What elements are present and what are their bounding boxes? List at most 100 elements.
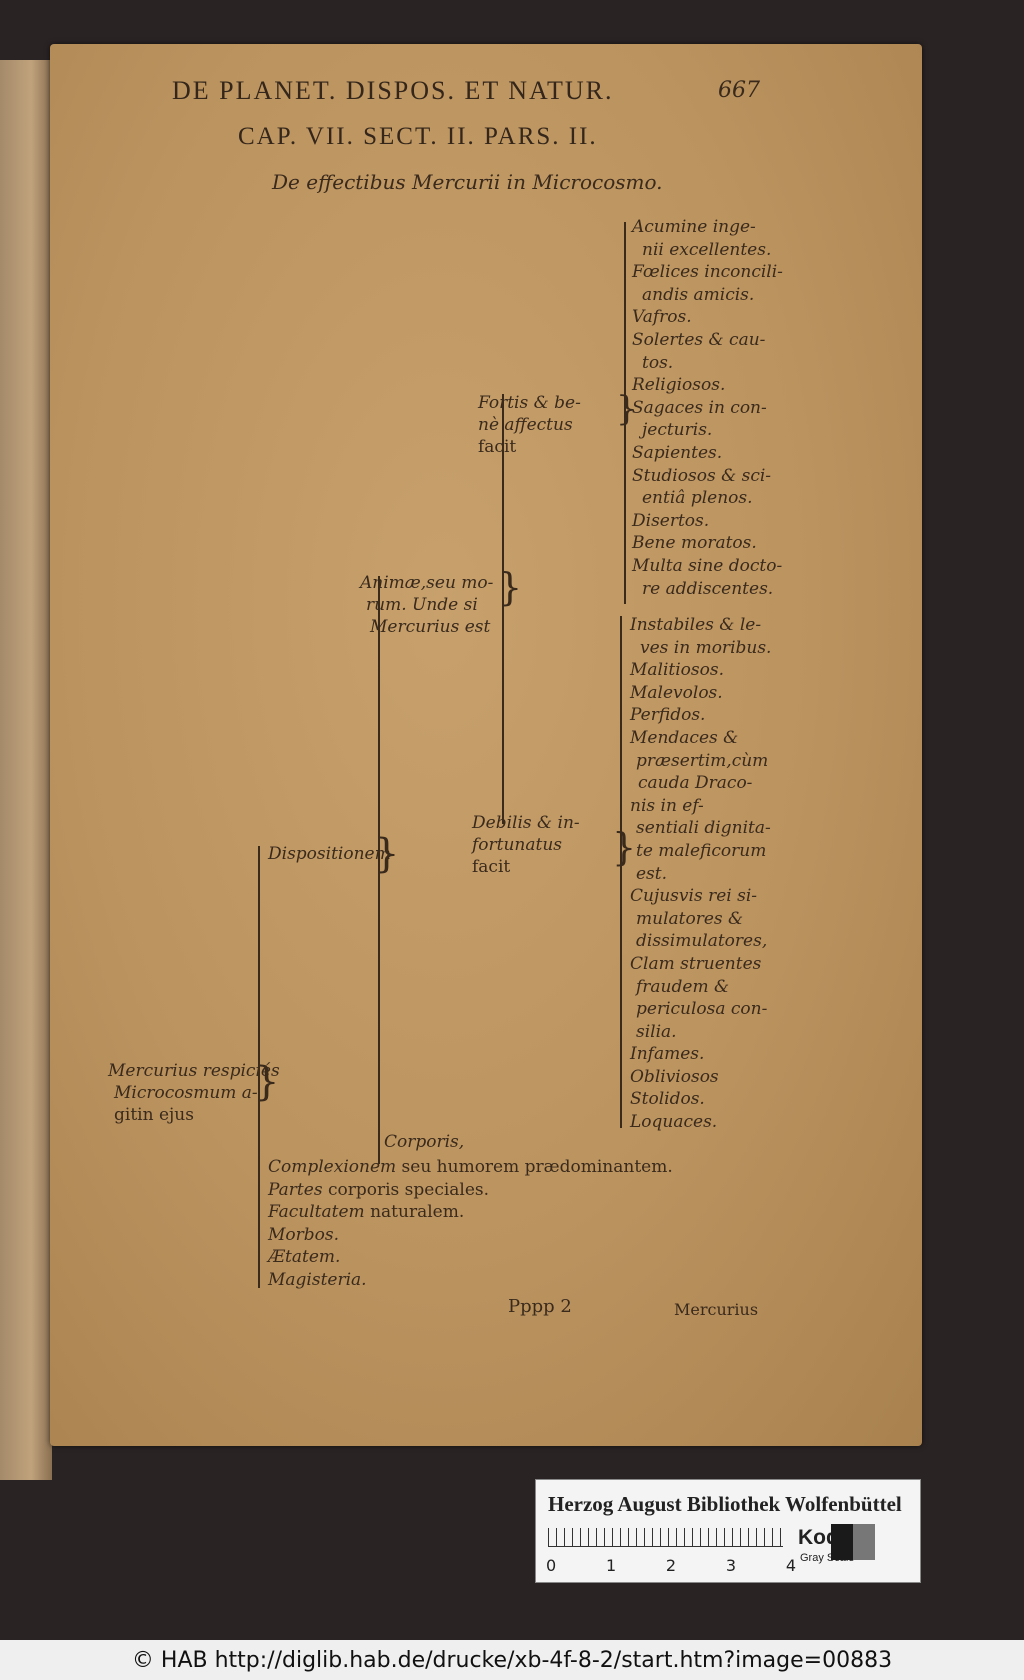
list-item-roman: naturalem. xyxy=(364,1202,465,1223)
chapter-heading: CAP. VII. SECT. II. PARS. II. xyxy=(238,123,598,150)
list-item: præsertim,cùm xyxy=(636,750,769,771)
list-item: nis in ef- xyxy=(630,795,704,816)
list-item: Bene moratos. xyxy=(632,533,757,554)
list-item: Malitiosos. xyxy=(630,660,725,681)
list-item: sentiali dignita- xyxy=(636,818,771,839)
root-brace-line xyxy=(258,846,260,1288)
list-item: Morbos. xyxy=(268,1224,673,1247)
list-item-italic: Complexionem xyxy=(268,1157,397,1177)
list-item: Acumine inge- xyxy=(632,217,756,237)
list-item: ves in moribus. xyxy=(640,637,772,658)
animae-sub-brace-line xyxy=(502,394,504,824)
list-item: tos. xyxy=(642,352,674,373)
dispositionem-brace-line xyxy=(378,576,380,1164)
page-number: 667 xyxy=(718,78,760,103)
list-item: Vafros. xyxy=(632,307,692,328)
dispositionem-node: Dispositionem xyxy=(268,844,391,864)
list-item: Loquaces. xyxy=(630,1112,718,1133)
copyright-footer: © HAB http://diglib.hab.de/drucke/xb-4f-… xyxy=(0,1640,1024,1680)
fortis-brace: } xyxy=(616,389,638,429)
gray-swatch-mid xyxy=(853,1524,875,1560)
node-line: Mercurius est xyxy=(370,617,491,637)
list-item: Instabiles & le- xyxy=(630,615,762,635)
list-item: Partes corporis speciales. xyxy=(268,1179,673,1202)
tick-label: 3 xyxy=(725,1556,737,1575)
fortis-list: Acumine inge- nii excellentes. Fœlices i… xyxy=(632,216,783,600)
node-line: facit xyxy=(478,437,517,457)
list-item: re addiscentes. xyxy=(642,578,774,599)
dispositionem-brace: } xyxy=(374,831,400,877)
node-line: Mercurius respiciés xyxy=(108,1061,280,1081)
debilis-brace-line xyxy=(620,616,622,1128)
list-item: Facultatem naturalem. xyxy=(268,1201,673,1224)
list-item: est. xyxy=(636,863,668,884)
list-item: andis amicis. xyxy=(642,284,755,305)
corporis-node: Corporis, xyxy=(384,1132,465,1152)
node-line: Animæ,seu mo- xyxy=(360,573,494,593)
root-node: Mercurius respiciés Microcosmum a- gitin… xyxy=(108,1060,280,1126)
list-item: mulatores & xyxy=(636,908,744,929)
list-item: entiâ plenos. xyxy=(642,488,753,509)
list-item: Fœlices inconcili- xyxy=(632,262,783,283)
list-item: Malevolos. xyxy=(630,682,723,703)
signature-mark: Pppp 2 xyxy=(508,1296,572,1317)
list-item: Solertes & cau- xyxy=(632,329,766,350)
ruler-ticks: 0 1 2 3 4 xyxy=(546,1556,796,1575)
tick-label: 4 xyxy=(785,1556,796,1575)
list-item: Obliviosos xyxy=(630,1066,719,1087)
node-line: nè affectus xyxy=(478,415,573,435)
list-item: Ætatem. xyxy=(268,1246,673,1269)
list-item: fraudem & xyxy=(636,976,730,997)
list-item: cauda Draco- xyxy=(638,773,753,794)
book-page: DE PLANET. DISPOS. ET NATUR. 667 CAP. VI… xyxy=(50,44,922,1446)
node-line: Debilis & in- xyxy=(472,813,580,833)
list-item: Complexionem seu humorem prædominantem. xyxy=(268,1156,673,1179)
list-item-italic: Magisteria. xyxy=(268,1269,367,1290)
list-item: jecturis. xyxy=(642,420,713,441)
list-item: Religiosos. xyxy=(632,375,726,396)
list-item: Infames. xyxy=(630,1044,705,1065)
debilis-list: Instabiles & le- ves in moribus. Malitio… xyxy=(630,614,771,1134)
list-item: te maleficorum xyxy=(636,840,767,861)
list-item: Sagaces in con- xyxy=(632,397,767,418)
running-title: DE PLANET. DISPOS. ET NATUR. xyxy=(172,76,614,105)
root-brace: } xyxy=(254,1059,280,1105)
node-line: Microcosmum a- xyxy=(114,1083,258,1103)
node-line: rum. Unde si xyxy=(366,595,478,615)
list-item: periculosa con- xyxy=(636,999,768,1020)
node-line: facit xyxy=(472,857,511,877)
animae-node: Animæ,seu mo- rum. Unde si Mercurius est xyxy=(360,572,493,638)
list-item: Clam struentes xyxy=(630,953,762,974)
list-item: Multa sine docto- xyxy=(632,555,783,576)
list-item: Disertos. xyxy=(632,510,710,531)
list-item: dissimulatores, xyxy=(636,931,768,952)
list-item-italic: Facultatem xyxy=(268,1202,365,1223)
tick-label: 0 xyxy=(546,1556,557,1575)
fortis-brace-line xyxy=(624,222,626,604)
tick-label: 1 xyxy=(605,1556,617,1575)
list-item: Perfidos. xyxy=(630,705,706,726)
list-item: silia. xyxy=(636,1021,677,1042)
animae-brace: } xyxy=(498,565,523,609)
node-line: gitin ejus xyxy=(114,1105,194,1125)
list-item: nii excellentes. xyxy=(642,239,772,260)
list-item-italic: Ætatem. xyxy=(268,1247,341,1268)
node-line: Fortis & be- xyxy=(478,393,581,413)
list-item-italic: Partes xyxy=(268,1179,323,1200)
root-list: Complexionem seu humorem prædominantem. … xyxy=(268,1156,673,1292)
list-item-roman: corporis speciales. xyxy=(322,1179,490,1200)
list-item-italic: Morbos. xyxy=(268,1224,340,1245)
debilis-node: Debilis & in- fortunatus facit xyxy=(472,812,580,878)
catchword: Mercurius xyxy=(674,1300,759,1319)
color-calibration-bar: Herzog August Bibliothek Wolfenbüttel 0 … xyxy=(535,1479,921,1583)
gray-swatch-dark xyxy=(831,1524,853,1560)
list-item: Mendaces & xyxy=(630,727,739,748)
tick-label: 2 xyxy=(665,1556,677,1575)
book-edge xyxy=(0,60,52,1480)
section-subtitle: De effectibus Mercurii in Microcosmo. xyxy=(272,170,663,194)
ruler xyxy=(548,1528,783,1547)
list-item: Cujusvis rei si- xyxy=(630,886,758,907)
list-item-roman: seu humorem prædominantem. xyxy=(396,1157,673,1177)
library-name: Herzog August Bibliothek Wolfenbüttel xyxy=(548,1492,902,1516)
debilis-brace: } xyxy=(612,825,637,869)
